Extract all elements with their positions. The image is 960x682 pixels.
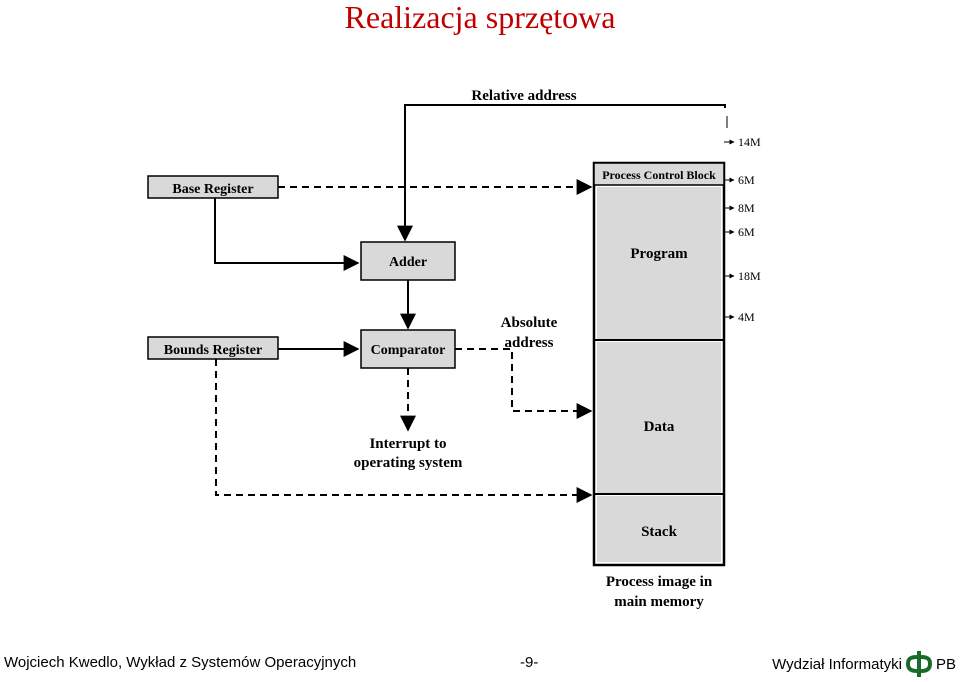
comparator-to-data-dashed xyxy=(455,348,593,419)
base-to-adder-connector xyxy=(214,198,360,271)
image-caption-line1: Process image in xyxy=(606,574,713,590)
process-image-column xyxy=(592,161,726,567)
tick-label-14m: 14M xyxy=(738,135,761,149)
base-register-label: Base Register xyxy=(172,182,253,197)
data-label: Data xyxy=(644,419,675,435)
footer-faculty-name: Wydział Informatyki xyxy=(772,655,902,673)
tick-label-6m-a: 6M xyxy=(738,173,755,187)
stack-label: Stack xyxy=(641,524,677,540)
memory-address-ticks xyxy=(724,116,735,320)
faculty-logo-icon xyxy=(905,650,932,678)
interrupt-label-line2: operating system xyxy=(354,455,463,471)
relative-address-label: Relative address xyxy=(471,88,576,104)
bounds-register-label: Bounds Register xyxy=(164,343,262,358)
pcb-label: Process Control Block xyxy=(602,168,716,182)
interrupt-label-line1: Interrupt to xyxy=(369,436,446,452)
absolute-address-label-line2: address xyxy=(505,335,554,351)
comparator-label: Comparator xyxy=(371,343,446,358)
adder-label: Adder xyxy=(389,255,427,270)
bounds-register-box: Bounds Register xyxy=(147,336,279,360)
tick-label-18m: 18M xyxy=(738,269,761,283)
program-label: Program xyxy=(630,246,688,262)
footer-author: Wojciech Kwedlo, Wykład z Systemów Opera… xyxy=(4,654,357,671)
bounds-to-stack-dashed xyxy=(215,359,593,503)
tick-label-6m-b: 6M xyxy=(738,225,755,239)
footer-institution: PB xyxy=(935,655,956,673)
base-register-box: Base Register xyxy=(147,175,279,199)
footer-faculty: Wydział Informatyki PB xyxy=(772,650,956,678)
tick-label-8m: 8M xyxy=(738,201,755,215)
adder-box: Adder xyxy=(360,241,456,281)
absolute-address-label-line1: Absolute xyxy=(501,315,558,331)
tick-label-4m: 4M xyxy=(738,310,755,324)
image-caption-line2: main memory xyxy=(614,594,704,610)
comparator-box: Comparator xyxy=(360,329,456,369)
footer-page-number: -9- xyxy=(520,654,539,671)
slide-title: Realizacja sprzętowa xyxy=(344,0,616,35)
relative-address-connector xyxy=(397,104,726,242)
